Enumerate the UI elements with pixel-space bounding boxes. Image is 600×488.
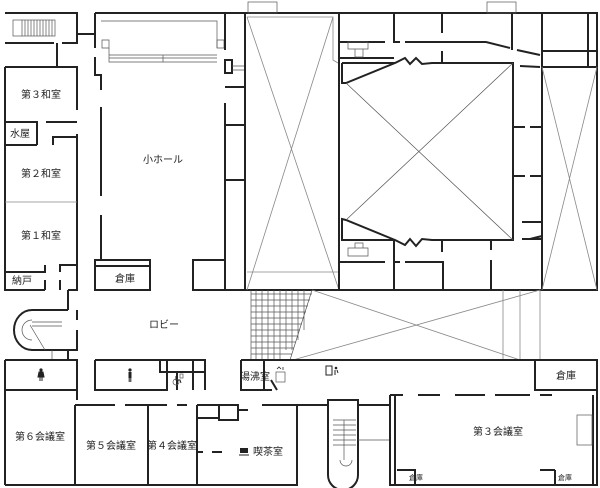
room-label-conf5: 第５会議室 xyxy=(86,439,136,452)
room-label-wa3: 第３和室 xyxy=(21,88,61,101)
room-label-storage-right: 倉庫 xyxy=(556,369,576,382)
room-label-small-hall: 小ホール xyxy=(143,154,183,166)
room-label-conf3: 第３会議室 xyxy=(473,425,523,438)
room-label-wa1: 第１和室 xyxy=(21,229,61,242)
wheelchair-icon xyxy=(172,373,184,386)
main-hall xyxy=(244,1,598,291)
bottom-rooms xyxy=(5,394,598,488)
small-hall xyxy=(94,12,245,291)
room-label-yuwakashi: 湯沸室 xyxy=(240,370,270,383)
room-label-storage-small-2: 倉庫 xyxy=(558,473,572,482)
room-label-storage-small-1: 倉庫 xyxy=(409,473,423,482)
service-band xyxy=(4,359,598,485)
phone-icon xyxy=(325,365,339,376)
coffee-icon xyxy=(239,448,249,456)
room-label-storage-hall: 倉庫 xyxy=(115,272,135,285)
elevator-icon xyxy=(275,366,286,383)
room-label-nando: 納戸 xyxy=(12,274,32,287)
stair-top-left xyxy=(5,12,95,67)
room-label-cafe: 喫茶室 xyxy=(253,445,283,458)
room-label-conf6: 第６会議室 xyxy=(15,430,65,443)
room-label-mizuya: 水屋 xyxy=(10,128,30,140)
room-label-lobby: ロビー xyxy=(149,319,179,331)
room-label-wa2: 第２和室 xyxy=(21,167,61,180)
left-wing xyxy=(4,66,78,300)
toilet-female-icon xyxy=(37,368,45,381)
room-label-conf4: 第４会議室 xyxy=(147,439,197,452)
toilet-male-icon xyxy=(128,368,132,382)
lobby-area xyxy=(13,289,541,361)
